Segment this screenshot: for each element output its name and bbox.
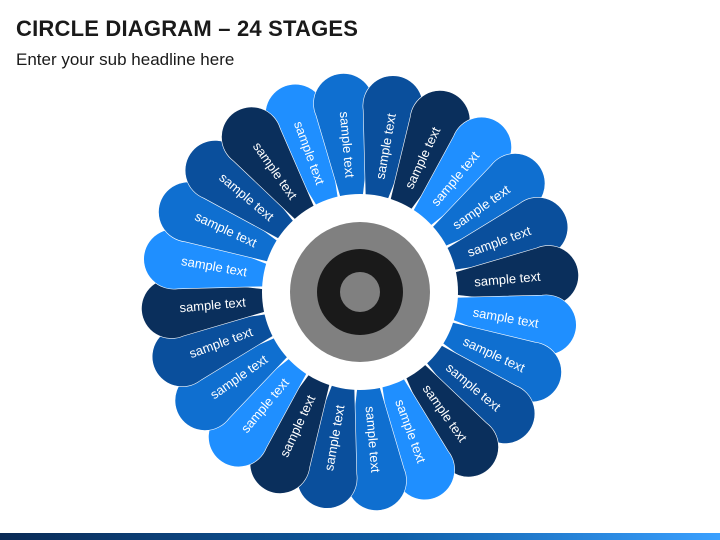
stage-petal: [221, 106, 330, 246]
stage-label: sample text: [179, 294, 247, 315]
stage-label: sample text: [363, 406, 384, 474]
petal-group: [141, 73, 579, 511]
footer-bar: [0, 533, 720, 540]
stage-label: sample text: [337, 111, 358, 179]
page-subtitle: Enter your sub headline here: [16, 50, 235, 69]
stage-label: sample text: [474, 269, 542, 290]
page-title: CIRCLE DIAGRAM – 24 STAGES: [16, 16, 359, 41]
center-inner-disk: [340, 272, 380, 312]
